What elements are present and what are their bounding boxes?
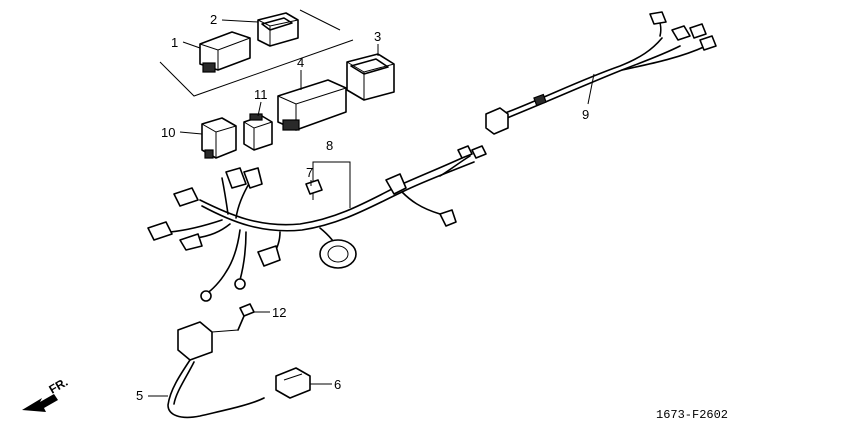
leader-2 [221,19,259,23]
callout-4: 4 [297,55,304,70]
leader-1 [182,41,201,49]
callout-3: 3 [374,29,381,44]
part-11-relay [243,113,273,151]
diagram-code: 1673-F2602 [656,408,728,422]
callout-7: 7 [306,165,313,180]
callout-9: 9 [582,107,589,122]
front-arrow-label: FR. [47,375,71,397]
callout-6: 6 [334,377,341,392]
part-7-connector [305,179,323,195]
part-1-relay [199,31,251,73]
part-2-connector [257,12,299,47]
leader-10 [179,131,203,135]
callout-12: 12 [272,305,286,320]
relay-tray-outline [159,9,354,97]
part-5-ignition-coil [167,321,265,419]
callout-5: 5 [136,388,143,403]
callout-1: 1 [171,35,178,50]
part-8-main-harness [147,145,487,302]
callout-2: 2 [210,12,217,27]
part-6-plug-cap [275,367,311,399]
part-10-relay [201,117,237,159]
front-direction-arrow: FR. [22,375,70,412]
callout-8: 8 [326,138,333,153]
callout-10: 10 [161,125,175,140]
part-12-bolt [237,303,255,331]
leader-9 [587,73,595,105]
part-9-sub-harness [485,11,717,135]
part-4-control-unit [277,79,347,131]
part-3-connector [346,53,395,101]
leader-11 [257,101,262,117]
callout-11: 11 [254,87,268,102]
